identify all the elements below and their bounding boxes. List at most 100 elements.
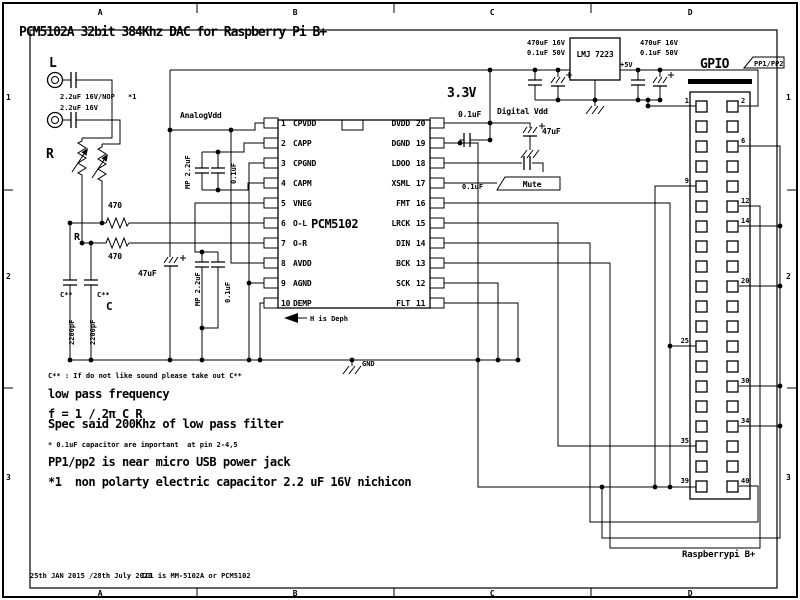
gpio-pin-square <box>695 240 708 253</box>
ic-pin-num-1: 1 <box>281 119 286 128</box>
ic-pin-num-13: 13 <box>416 259 426 268</box>
ic-pin-box-4 <box>263 177 279 189</box>
wire-fmt-gnd <box>444 202 696 488</box>
ic-pin-name-O-L: O-L <box>293 219 307 228</box>
ic-pin-num-18: 18 <box>416 159 426 168</box>
ic-pin-box-14 <box>429 237 445 249</box>
gpio-pin-square <box>726 460 739 473</box>
ic-pin-box-12 <box>429 277 445 289</box>
regulator-box <box>569 37 621 81</box>
gpio-pin-square <box>695 480 708 493</box>
pot-1-wiper-arrow-icon <box>81 148 88 156</box>
c-label: C <box>106 300 112 313</box>
ic-pin-name-CPVDD: CPVDD <box>293 119 316 128</box>
junction-dot <box>99 220 105 226</box>
junction-dot <box>88 357 94 363</box>
frame-row-label-right-3: 3 <box>786 473 791 482</box>
gpio-pin-square <box>695 320 708 333</box>
junction-dot <box>67 220 73 226</box>
ic-pin-box-7 <box>263 237 279 249</box>
junction-dot <box>657 97 663 103</box>
gpio-pin-label-1: 1 <box>685 97 689 105</box>
jack-r-label: R <box>46 147 54 162</box>
ic-pin-box-5 <box>263 197 279 209</box>
gpio-pin-square <box>726 220 739 233</box>
c2-label: 2200pF <box>89 320 97 345</box>
wire-jacks <box>63 79 121 145</box>
mp-cap1-label: MP 2.2uF <box>184 155 192 189</box>
note-line-6: PP1/pp2 is near micro USB power jack <box>48 455 291 469</box>
pot-2-wiper-arrow-icon <box>101 154 108 162</box>
ic-pin-name-O-R: O-R <box>293 239 307 248</box>
wire-gpio-right-gnd <box>601 145 781 539</box>
junction-dot <box>257 357 263 363</box>
ic-pin-num-6: 6 <box>281 219 286 228</box>
ic-pin-name-DGND: DGND <box>392 139 411 148</box>
ic-pin-box-8 <box>263 257 279 269</box>
capacitor-2200pf-1 <box>63 279 77 286</box>
frame-row-label-left-2: 2 <box>6 272 11 281</box>
ic-pin-box-11 <box>429 297 445 309</box>
ic-pin-num-12: 12 <box>416 279 426 288</box>
frame-col-label-bottom-B: B <box>293 589 298 598</box>
frame-row-label-right-2: 2 <box>786 272 791 281</box>
gpio-pin-square <box>726 200 739 213</box>
junction-dot <box>246 357 252 363</box>
capacitor-dvdd-dgnd <box>463 133 471 147</box>
ic-name-label: PCM5102 <box>311 217 358 231</box>
gpio-pin-square <box>695 140 708 153</box>
frame-col-label-top-A: A <box>98 8 103 17</box>
footer-ic-note: IC1 is MM-5102A or PCM5102 <box>141 572 251 580</box>
ic-pin-name-FMT: FMT <box>396 199 410 208</box>
ic-pin-num-11: 11 <box>416 299 426 308</box>
gpio-pin-square <box>695 280 708 293</box>
ic-pin-name-VNEG: VNEG <box>293 199 312 208</box>
junction-dot <box>457 140 463 146</box>
frame-row-label-left-3: 3 <box>6 473 11 482</box>
junction-dot <box>777 383 783 389</box>
f-cap1-label: 0.1uF <box>230 163 238 184</box>
gpio-pin-label-14: 14 <box>741 217 749 225</box>
ic-pin-name-DVDD: DVDD <box>392 119 411 128</box>
gpio-pin-square <box>695 360 708 373</box>
gpio-pin-square <box>695 340 708 353</box>
junction-dot <box>246 280 252 286</box>
regulator-label: LMJ 7223 <box>577 50 614 59</box>
junction-dot <box>67 357 73 363</box>
pp-flag-label: PP1/PP2 <box>754 60 784 68</box>
pp-flag <box>742 56 785 69</box>
gpio-pin-square <box>726 300 739 313</box>
wire-flt <box>444 302 519 360</box>
frame-col-label-bottom-C: C <box>490 589 495 598</box>
junction-dot <box>592 97 598 103</box>
gpio-pin-label-6: 6 <box>741 137 745 145</box>
ic-pin-box-20 <box>429 117 445 129</box>
junction-dot <box>515 357 521 363</box>
junction-dot <box>599 484 605 490</box>
wire-bck <box>444 205 761 549</box>
junction-dot <box>487 137 493 143</box>
wire-ldoo <box>444 162 544 172</box>
resistor-470-top <box>104 216 130 230</box>
potentiometer-2 <box>96 144 107 184</box>
ic-pin-num-14: 14 <box>416 239 426 248</box>
wire-analogvdd <box>169 70 264 360</box>
ic-pin-num-4: 4 <box>281 179 286 188</box>
ic-pin-box-10 <box>263 297 279 309</box>
gpio-pin-square <box>726 260 739 273</box>
mute-flag <box>496 176 561 191</box>
gpio-pin-square <box>726 320 739 333</box>
junction-dot <box>199 357 205 363</box>
note-line-7: *1 non polarty electric capacitor 2.2 uF… <box>48 475 411 489</box>
ic-pin-num-8: 8 <box>281 259 286 268</box>
junction-dot <box>555 97 561 103</box>
wire-demp <box>259 302 264 360</box>
capacitor-ldoo <box>523 156 531 170</box>
xsml-cap-label: 0.1uF <box>462 183 483 191</box>
jack-l-label: L <box>49 56 57 71</box>
page-title: PCM5102A 32bit 384Khz DAC for Raspberry … <box>19 25 327 40</box>
gpio-pin-square <box>726 440 739 453</box>
frame-col-label-bottom-D: D <box>688 589 693 598</box>
